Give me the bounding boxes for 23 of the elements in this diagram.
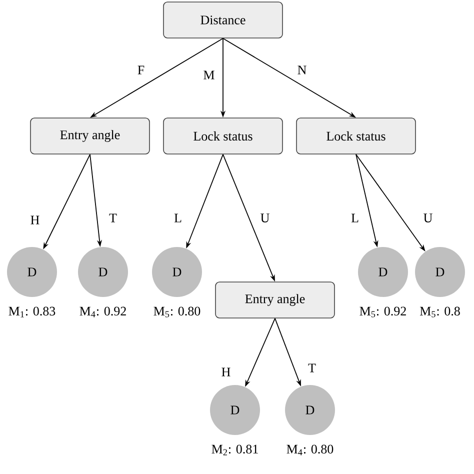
- edge-label: N: [298, 66, 306, 74]
- edge-label: T: [109, 214, 117, 222]
- score-label: M$_{5}$: 0.92: [360, 306, 406, 318]
- score-label: M$_{4}$: 0.92: [80, 306, 126, 318]
- edge-label: M: [204, 70, 214, 80]
- edge-label: T: [308, 364, 316, 372]
- edge-label: U: [260, 214, 270, 222]
- score-label: M$_{5}$: 0.8: [420, 306, 460, 318]
- score-label: M$_{4}$: 0.80: [286, 444, 334, 456]
- score-label: M$_{5}$: 0.80: [154, 306, 200, 318]
- score-label: M$_{1}$: 0.83: [8, 306, 56, 318]
- edge-label: U: [424, 214, 432, 222]
- edge-label: H: [30, 216, 40, 224]
- edge-label: F: [138, 66, 144, 74]
- edge-label: L: [351, 214, 358, 222]
- attribute-box: Entry angle: [215, 282, 335, 318]
- score-label: M$_{2}$: 0.81: [212, 444, 258, 456]
- attribute-box: Lock status: [296, 118, 416, 154]
- edge-label: H: [222, 368, 230, 376]
- edge-label: L: [174, 214, 182, 222]
- attribute-box: Entry angle: [30, 118, 150, 154]
- attribute-box: Lock status: [163, 118, 283, 154]
- attribute-box: Distance: [163, 2, 283, 38]
